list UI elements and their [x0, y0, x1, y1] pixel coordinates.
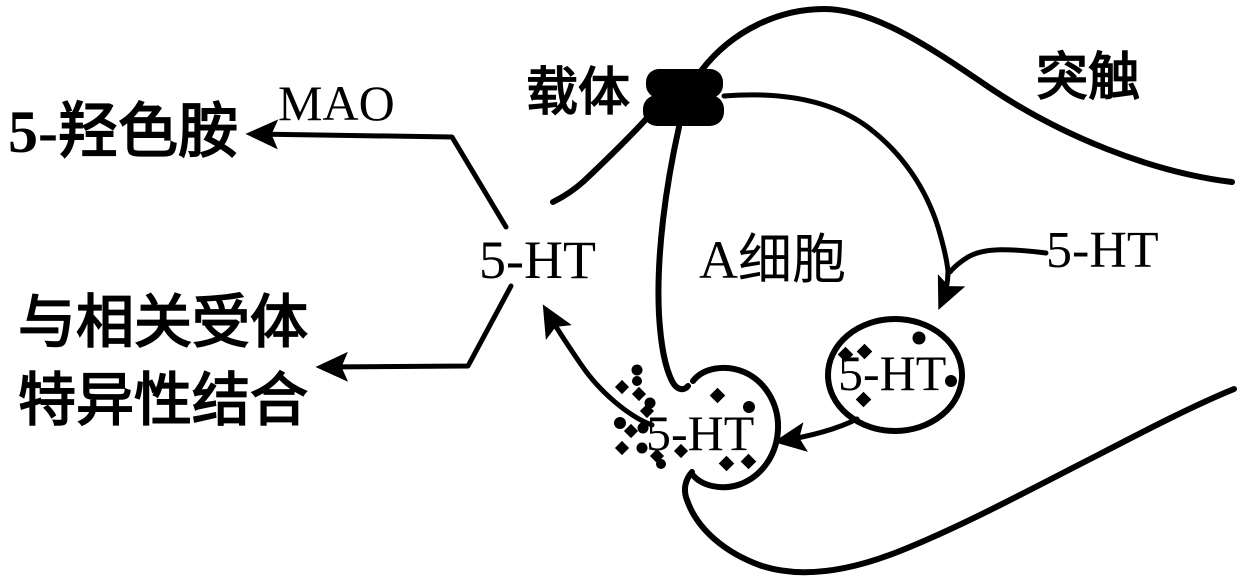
carrier-uptake-curve — [550, 114, 651, 205]
carrier-protein-icon — [643, 69, 724, 126]
released-5ht-dots — [614, 364, 666, 469]
cleft-5ht-label: 5-HT — [479, 230, 596, 290]
presynaptic-membrane-bottom-curve — [681, 386, 1237, 576]
synapse-label: 突触 — [1036, 50, 1141, 107]
receptor-binding-label-line1: 与相关受体 — [18, 290, 309, 355]
vesicle-transfer-arrow — [773, 416, 860, 452]
fusing-vesicle-5ht-label: 5-HT — [646, 405, 755, 461]
receptor-binding-arrow — [315, 283, 514, 382]
product-label: 5-羟色胺 — [8, 99, 238, 165]
carrier-label: 载体 — [526, 65, 631, 122]
storage-vesicle-outline — [825, 316, 965, 434]
presynaptic-membrane-left-curve — [655, 124, 691, 393]
extracellular-5ht-connector-line — [947, 247, 1049, 275]
extracellular-5ht-label: 5-HT — [1046, 222, 1159, 279]
cell-a-label: A细胞 — [699, 230, 846, 290]
reuptake-into-vesicle-arrow — [721, 92, 966, 310]
mao-enzyme-label: MAO — [278, 75, 395, 131]
presynaptic-membrane-top-curve — [698, 6, 1235, 185]
released-5ht-arrow — [542, 304, 655, 428]
storage-vesicle-5ht-label: 5-HT — [838, 345, 947, 401]
receptor-binding-label-line2: 特异性结合 — [18, 368, 309, 433]
mao-degradation-arrow — [245, 119, 509, 230]
